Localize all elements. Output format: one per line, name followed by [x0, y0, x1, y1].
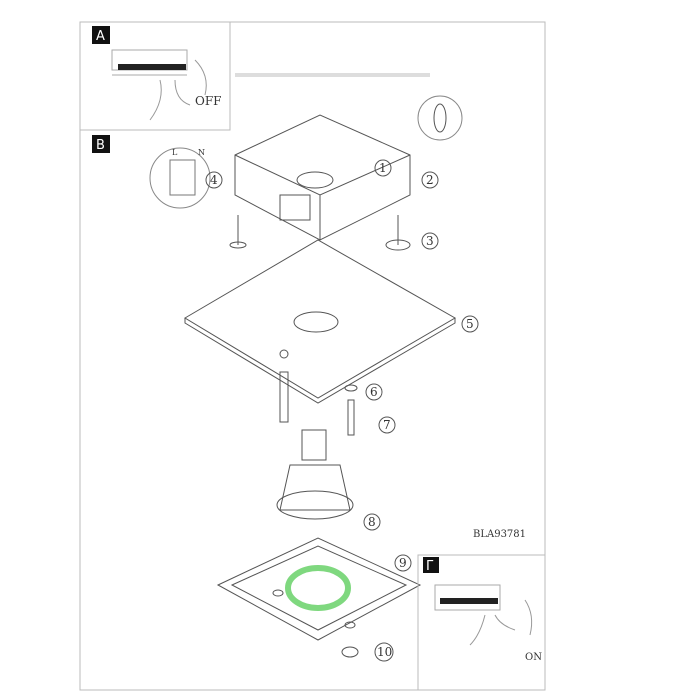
glass-cover: [216, 537, 422, 658]
panel-c-label: Γ: [426, 559, 434, 574]
step-2: 2: [426, 173, 434, 187]
bulb-detail: [417, 95, 463, 141]
l-label: L: [172, 148, 178, 157]
step-5: 5: [466, 317, 474, 331]
outer-frame: [79, 21, 546, 691]
panel-b-label: B: [96, 138, 105, 153]
lamp-reflector: [276, 429, 354, 520]
model-code: BLA93781: [473, 529, 526, 540]
n-label: N: [198, 148, 205, 157]
on-label: ON: [525, 652, 542, 663]
step-10: 10: [377, 645, 392, 659]
step-1: 1: [379, 161, 387, 175]
step-4: 4: [210, 173, 218, 187]
junction-box: [234, 114, 411, 241]
mounting-plate: [184, 239, 457, 404]
step-numbers: 1 2 3 4 5 6 7 8 9 10: [205, 159, 479, 662]
step-3: 3: [426, 234, 434, 248]
step-9: 9: [399, 556, 407, 570]
screws: [229, 215, 411, 251]
step-6: 6: [370, 385, 378, 399]
panel-c: Γ ON: [417, 554, 546, 691]
step-7: 7: [383, 418, 391, 432]
off-label: OFF: [195, 94, 222, 108]
wiring-detail: L N: [149, 147, 211, 209]
step-8: 8: [368, 515, 376, 529]
pins: [279, 371, 358, 436]
panel-a: A OFF: [79, 21, 231, 131]
panel-a-label: A: [96, 29, 105, 44]
